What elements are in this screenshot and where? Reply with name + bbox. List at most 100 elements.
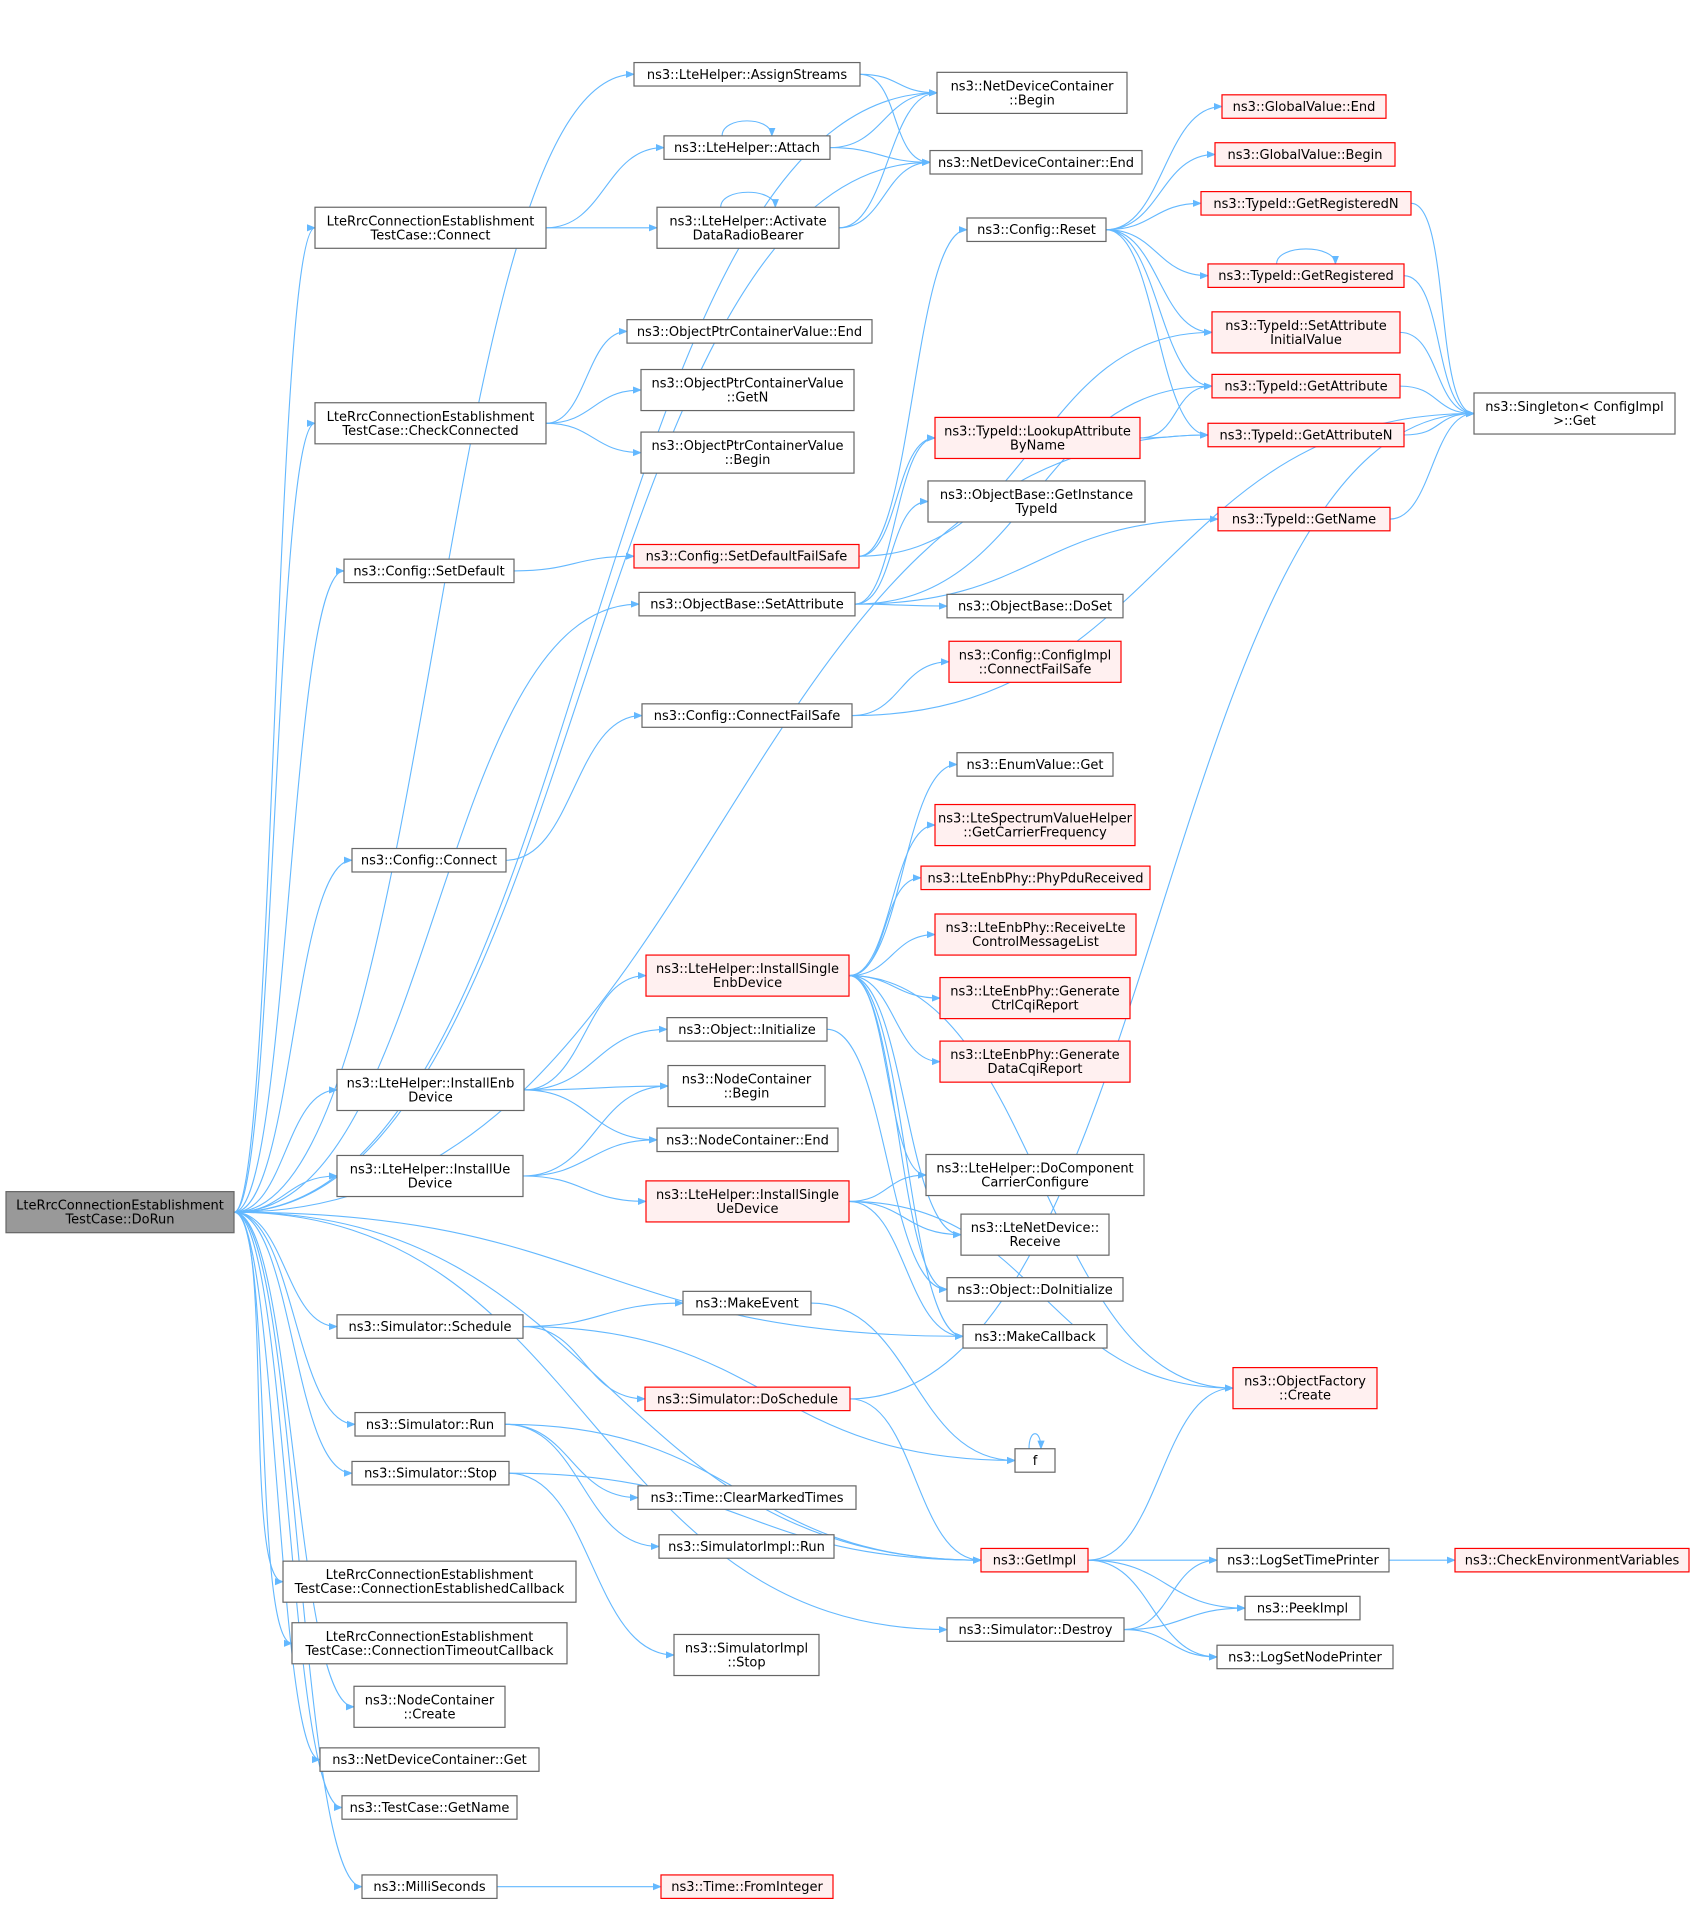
node-label-line: ns3::ObjectFactory bbox=[1244, 1375, 1366, 1390]
node-n-docc[interactable]: ns3::LteHelper::DoComponentCarrierConfig… bbox=[925, 1153, 1145, 1197]
node-n-makecb[interactable]: ns3::MakeCallback bbox=[962, 1323, 1108, 1349]
edge-n_install_single_enb-to-n_ltenet_recv bbox=[848, 975, 962, 1239]
node-n-cfg-reset[interactable]: ns3::Config::Reset bbox=[966, 217, 1107, 243]
node-n-lognode[interactable]: ns3::LogSetNodePrinter bbox=[1216, 1644, 1394, 1670]
node-n-sim-sched[interactable]: ns3::Simulator::Schedule bbox=[336, 1314, 524, 1339]
node-label-line: ns3::ObjectBase::SetAttribute bbox=[650, 598, 844, 613]
node-n-singleton[interactable]: ns3::Singleton< ConfigImpl >::Get bbox=[1473, 392, 1676, 435]
node-box bbox=[1014, 1448, 1056, 1473]
node-n-gv-end[interactable]: ns3::GlobalValue::End bbox=[1221, 94, 1387, 119]
node-n-simimpl-run[interactable]: ns3::SimulatorImpl::Run bbox=[658, 1534, 835, 1559]
node-n-ndc-begin[interactable]: ns3::NetDeviceContainer::Begin bbox=[936, 71, 1128, 114]
node-label-line: ns3::NodeContainer::End bbox=[666, 1133, 829, 1148]
node-n-milli[interactable]: ns3::MilliSeconds bbox=[361, 1874, 498, 1900]
node-n-peekimpl[interactable]: ns3::PeekImpl bbox=[1244, 1595, 1361, 1621]
node-box bbox=[354, 1411, 506, 1437]
node-n-ob-setattr[interactable]: ns3::ObjectBase::SetAttribute bbox=[638, 591, 856, 617]
node-n-nc-create[interactable]: ns3::NodeContainer::Create bbox=[353, 1685, 506, 1728]
node-n-logtime[interactable]: ns3::LogSetTimePrinter bbox=[1216, 1547, 1390, 1573]
node-box bbox=[673, 1633, 820, 1677]
node-box bbox=[962, 1323, 1108, 1349]
node-box bbox=[946, 1617, 1125, 1642]
node-n-cfg-cfs[interactable]: ns3::Config::ConnectFailSafe bbox=[641, 703, 853, 728]
node-box bbox=[666, 1017, 828, 1042]
node-n-obj-init[interactable]: ns3::Object::Initialize bbox=[666, 1017, 828, 1042]
node-n-opcv-getn[interactable]: ns3::ObjectPtrContainerValue::GetN bbox=[640, 368, 855, 412]
node-box bbox=[336, 1314, 524, 1339]
node-n-cfg-setdef[interactable]: ns3::Config::SetDefault bbox=[343, 558, 515, 584]
node-box bbox=[641, 703, 853, 728]
node-n-getregn[interactable]: ns3::TypeId::GetRegisteredN bbox=[1200, 191, 1412, 216]
node-n-setdeffs[interactable]: ns3::Config::SetDefaultFailSafe bbox=[633, 543, 860, 569]
node-n-phypdu[interactable]: ns3::LteEnbPhy::PhyPduReceived bbox=[920, 865, 1151, 891]
node-n-clearmarked[interactable]: ns3::Time::ClearMarkedTimes bbox=[637, 1485, 857, 1510]
edge-n_checkconn-to-n_opcv_begin bbox=[545, 422, 642, 457]
node-n-simimpl-stop[interactable]: ns3::SimulatorImpl::Stop bbox=[673, 1633, 820, 1677]
node-label-line: LteRrcConnectionEstablishment bbox=[327, 214, 535, 229]
node-n-sim-destroy[interactable]: ns3::Simulator::Destroy bbox=[946, 1617, 1125, 1642]
node-n-sim-run[interactable]: ns3::Simulator::Run bbox=[354, 1411, 506, 1437]
node-n-enum-get[interactable]: ns3::EnumValue::Get bbox=[956, 752, 1114, 777]
node-n-fromint[interactable]: ns3::Time::FromInteger bbox=[660, 1874, 834, 1900]
node-n-assign[interactable]: ns3::LteHelper::AssignStreams bbox=[633, 61, 861, 87]
node-n-cb-timeout[interactable]: LteRrcConnectionEstablishmentTestCase::C… bbox=[291, 1622, 568, 1665]
edge-n_cfg_setdef-to-n_setdeffs bbox=[513, 552, 635, 572]
node-box bbox=[927, 480, 1146, 523]
edge-root-to-n_ndc_begin bbox=[233, 89, 938, 1213]
node-n-sim-stop[interactable]: ns3::Simulator::Stop bbox=[351, 1460, 510, 1486]
node-n-nc-begin[interactable]: ns3::NodeContainer::Begin bbox=[667, 1064, 826, 1108]
node-n-opcv-end[interactable]: ns3::ObjectPtrContainerValue::End bbox=[626, 319, 873, 344]
node-label-line: ns3::LteHelper::Attach bbox=[674, 141, 820, 156]
node-n-gv-begin[interactable]: ns3::GlobalValue::Begin bbox=[1214, 142, 1396, 167]
node-n-opcv-begin[interactable]: ns3::ObjectPtrContainerValue::Begin bbox=[640, 431, 855, 474]
node-n-checkconn[interactable]: LteRrcConnectionEstablishmentTestCase::C… bbox=[314, 402, 547, 445]
node-n-getattr[interactable]: ns3::TypeId::GetAttribute bbox=[1211, 373, 1401, 399]
node-n-nc-end[interactable]: ns3::NodeContainer::End bbox=[656, 1127, 839, 1153]
node-n-ndc-end[interactable]: ns3::NetDeviceContainer::End bbox=[929, 149, 1143, 175]
node-n-objfac[interactable]: ns3::ObjectFactory::Create bbox=[1232, 1366, 1378, 1410]
node-label-line: ns3::ObjectPtrContainerValue bbox=[652, 439, 844, 454]
node-label-line: ns3::TypeId::GetRegisteredN bbox=[1213, 197, 1398, 212]
node-n-getimpl[interactable]: ns3::GetImpl bbox=[980, 1547, 1089, 1573]
node-box bbox=[660, 1874, 834, 1900]
node-label-line: ns3::TestCase::GetName bbox=[350, 1801, 510, 1816]
node-n-attach[interactable]: ns3::LteHelper::Attach bbox=[663, 135, 831, 160]
node-n-doset[interactable]: ns3::ObjectBase::DoSet bbox=[946, 593, 1124, 619]
node-n-ltenet-recv[interactable]: ns3::LteNetDevice::Receive bbox=[960, 1213, 1110, 1256]
node-n-checkenv[interactable]: ns3::CheckEnvironmentVariables bbox=[1454, 1547, 1690, 1573]
node-box bbox=[966, 217, 1107, 243]
node-n-cb-established[interactable]: LteRrcConnectionEstablishmentTestCase::C… bbox=[282, 1560, 577, 1603]
node-n-doschedule[interactable]: ns3::Simulator::DoSchedule bbox=[644, 1386, 851, 1412]
node-n-cfg-connect[interactable]: ns3::Config::Connect bbox=[351, 847, 507, 873]
node-box bbox=[336, 1154, 524, 1198]
node-box bbox=[934, 913, 1137, 956]
node-n-makeevent[interactable]: ns3::MakeEvent bbox=[682, 1290, 812, 1316]
node-n-recvlte[interactable]: ns3::LteEnbPhy::ReceiveLteControlMessage… bbox=[934, 913, 1137, 956]
node-n-getname[interactable]: ns3::TypeId::GetName bbox=[1217, 506, 1391, 532]
edge-n_cfg_reset-to-n_setattrinit bbox=[1105, 229, 1213, 336]
node-n-f[interactable]: f bbox=[1014, 1448, 1056, 1473]
node-n-obj-doinit[interactable]: ns3::Object::DoInitialize bbox=[946, 1277, 1124, 1302]
edge-n_ob_setattr-to-n_doset bbox=[854, 602, 948, 610]
edge-root-to-n_sim_stop bbox=[233, 1211, 353, 1477]
node-label-line: ns3::LteHelper::InstallSingle bbox=[656, 1188, 839, 1203]
node-n-connect[interactable]: LteRrcConnectionEstablishmentTestCase::C… bbox=[314, 206, 547, 249]
edge-n_assign-to-n_ndc_end bbox=[859, 73, 931, 166]
node-n-tc-getname[interactable]: ns3::TestCase::GetName bbox=[341, 1795, 518, 1820]
node-n-ndc-get[interactable]: ns3::NetDeviceContainer::Get bbox=[319, 1747, 540, 1772]
node-n-getreg[interactable]: ns3::TypeId::GetRegistered bbox=[1207, 263, 1405, 289]
node-label-line: ns3::TypeId::GetName bbox=[1232, 513, 1376, 528]
node-n-getattrn[interactable]: ns3::TypeId::GetAttributeN bbox=[1207, 422, 1405, 448]
node-n-lsvh[interactable]: ns3::LteSpectrumValueHelper::GetCarrierF… bbox=[934, 803, 1136, 847]
node-n-cfgimpl-cfs[interactable]: ns3::Config::ConfigImpl::ConnectFailSafe bbox=[948, 640, 1122, 683]
